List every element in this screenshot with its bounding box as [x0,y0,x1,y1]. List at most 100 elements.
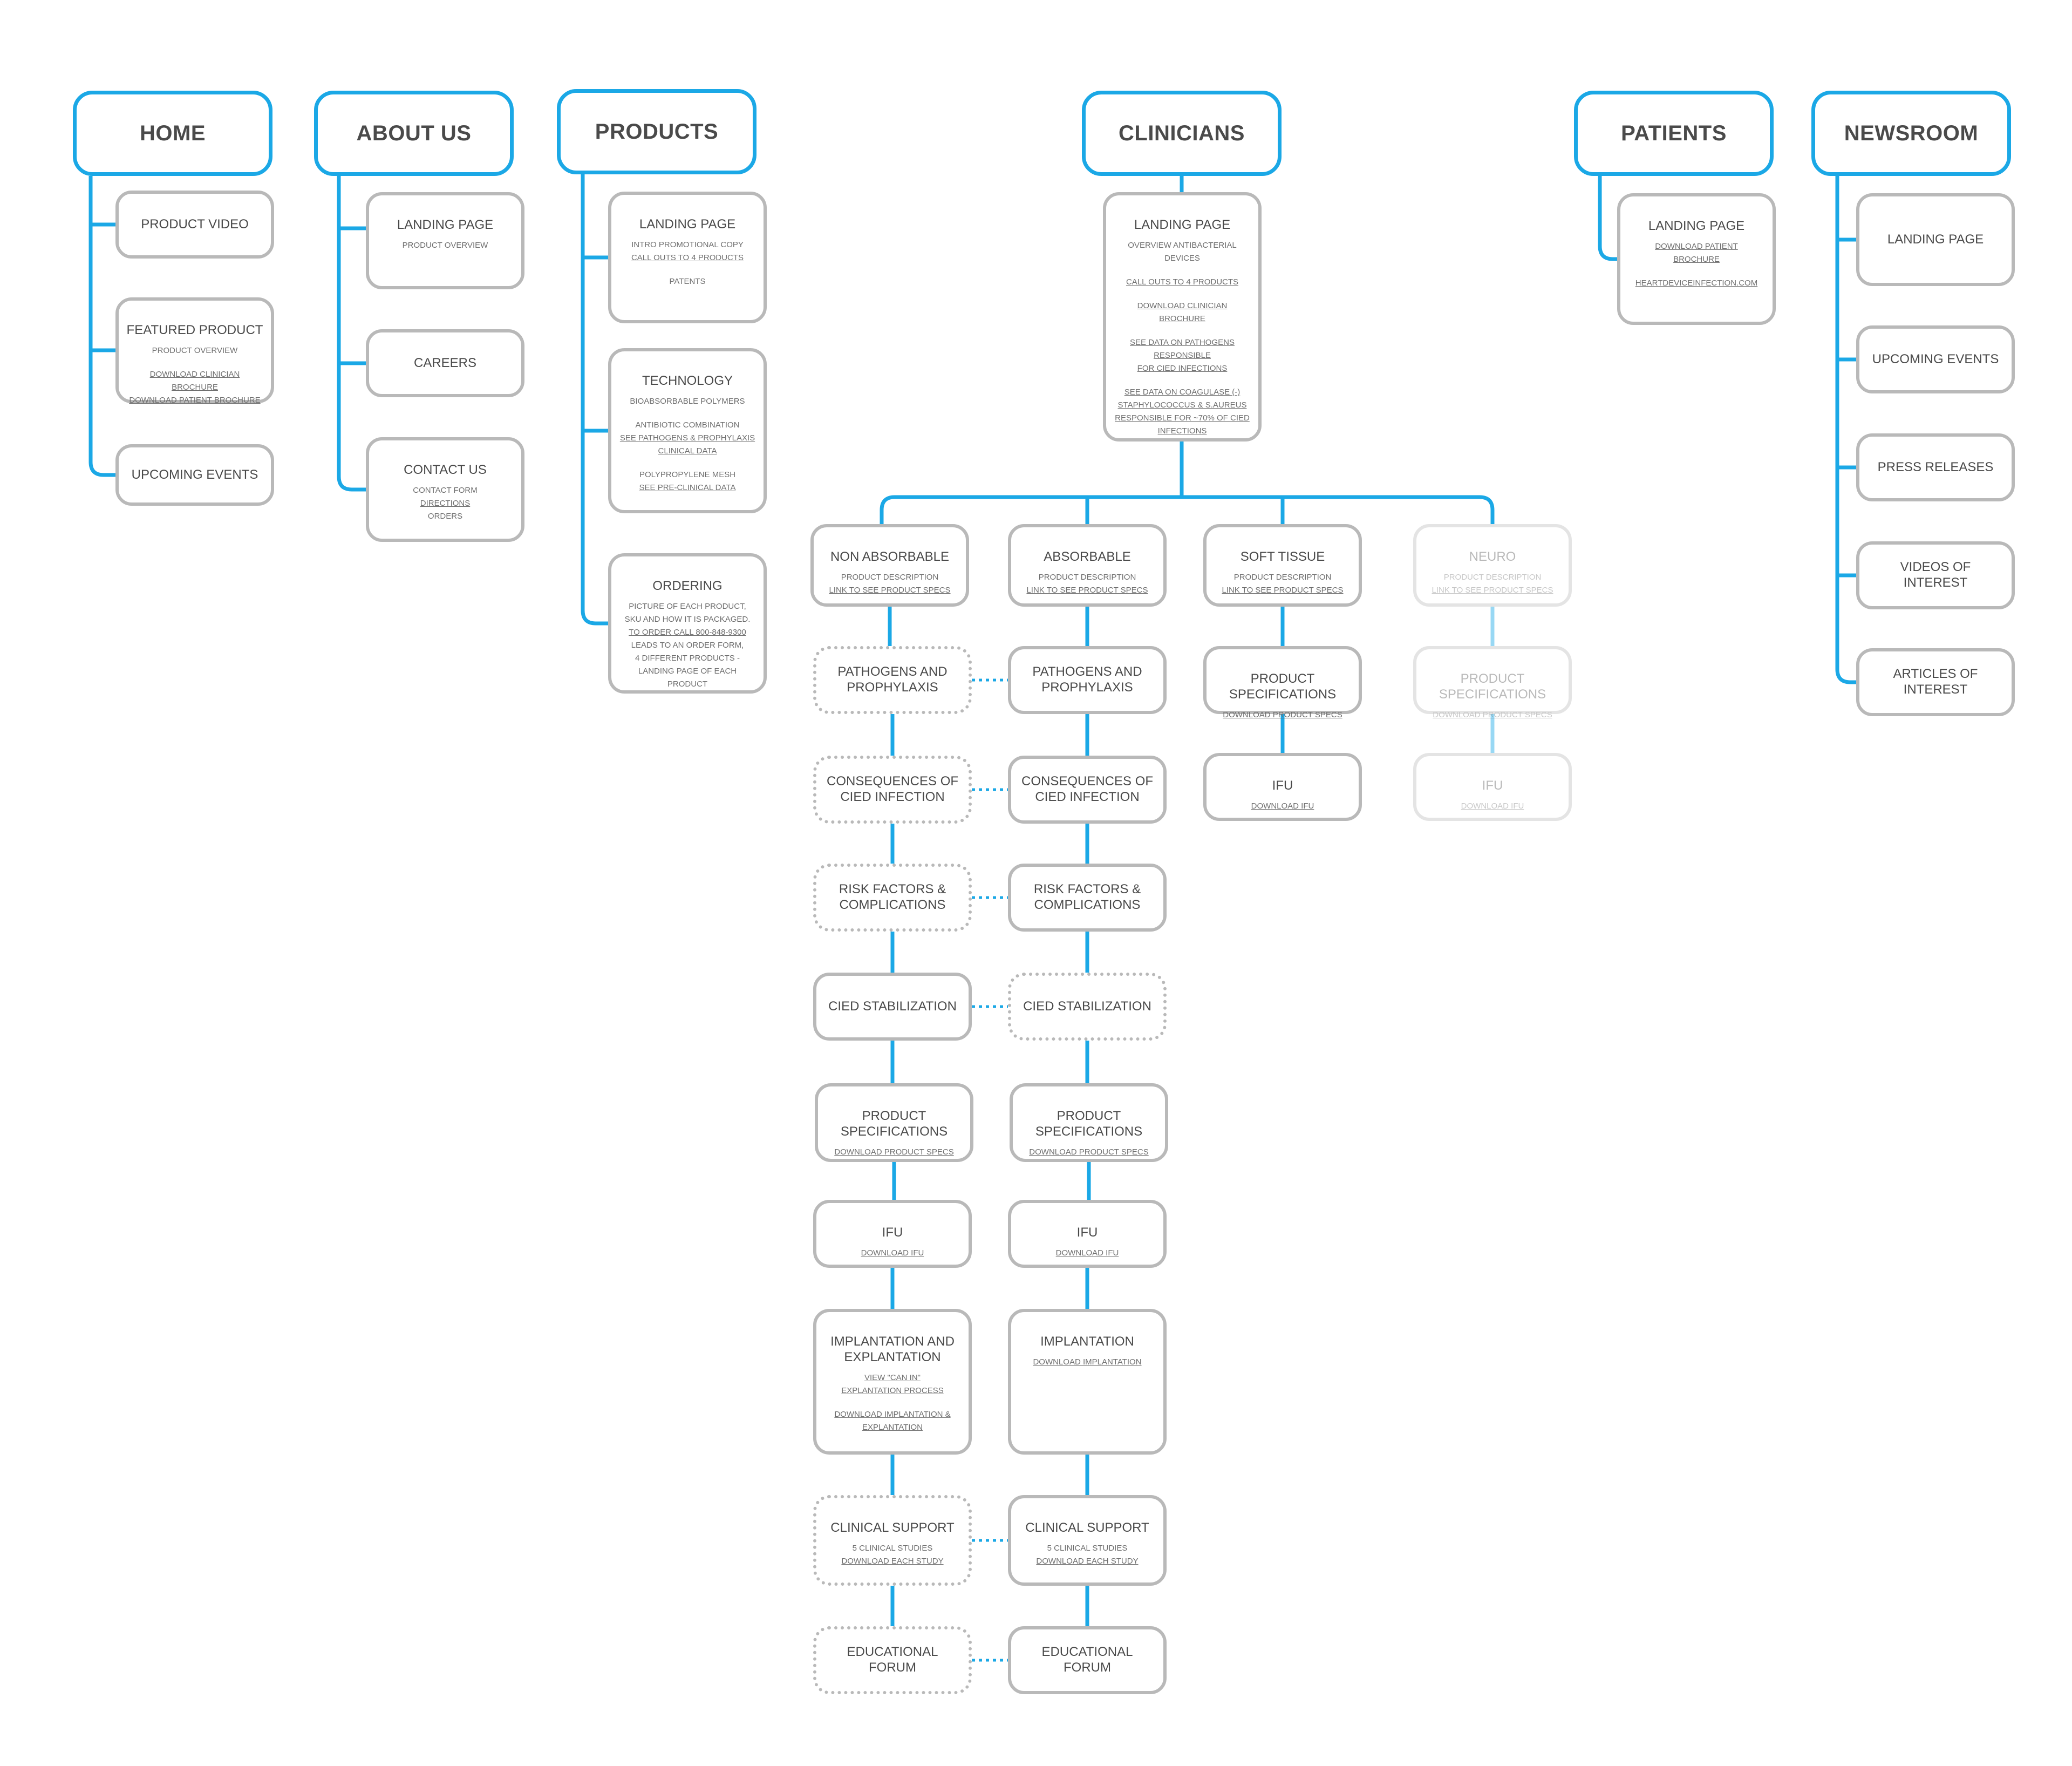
node-products: PRODUCTS [557,89,756,174]
node-ab-risk: RISK FACTORS & COMPLICATIONS [1008,864,1167,932]
node-title: RISK FACTORS & COMPLICATIONS [1033,882,1141,912]
node-title: CLINICAL SUPPORT [830,1520,955,1535]
node-news-press-releases: PRESS RELEASES [1856,433,2015,501]
node-title: LANDING PAGE [397,218,494,232]
node-about-us: ABOUT US [314,91,514,176]
node-title: PRESS RELEASES [1877,459,1994,474]
node-title: IFU [1076,1225,1098,1240]
node-link[interactable]: SEE DATA ON PATHOGENS RESPONSIBLE FOR CI… [1130,338,1235,373]
node-detail: PRODUCT DESCRIPTION [841,573,939,582]
node-title: CLINICAL SUPPORT [1025,1520,1149,1535]
node-link[interactable]: CALL OUTS TO 4 PRODUCTS [1126,277,1239,287]
node-title: LANDING PAGE [1648,219,1745,233]
node-link[interactable]: CALL OUTS TO 4 PRODUCTS [631,253,744,262]
node-title: EDUCATIONAL FORUM [1041,1645,1133,1675]
node-link[interactable]: LINK TO SEE PRODUCT SPECS [1432,586,1553,595]
node-news-videos: VIDEOS OF INTEREST [1856,541,2015,609]
node-link[interactable]: DOWNLOAD CLINICIAN BROCHURE DOWNLOAD PAT… [129,370,261,405]
node-title: ARTICLES OF INTEREST [1893,667,1978,697]
node-title: TECHNOLOGY [642,373,733,388]
node-link[interactable]: DOWNLOAD IMPLANTATION [1033,1357,1142,1367]
node-title: LANDING PAGE [1134,218,1231,232]
node-news-articles: ARTICLES OF INTEREST [1856,648,2015,716]
node-link[interactable]: DOWNLOAD IMPLANTATION & EXPLANTATION [834,1410,951,1432]
node-title: PRODUCT SPECIFICATIONS [1229,671,1337,702]
node-na-clinical-support: CLINICAL SUPPORT 5 CLINICAL STUDIES DOWNLO… [813,1495,972,1586]
node-link[interactable]: SEE PRE-CLINICAL DATA [639,483,736,492]
node-title: PRODUCT SPECIFICATIONS [1439,671,1546,702]
node-link[interactable]: DOWNLOAD IFU [1461,802,1524,811]
node-detail: 5 CLINICAL STUDIES [1047,1544,1128,1553]
node-link[interactable]: DOWNLOAD PRODUCT SPECS [1433,710,1552,719]
node-title: VIDEOS OF INTEREST [1900,560,1971,590]
node-clinicians: CLINICIANS [1082,91,1282,176]
node-link[interactable]: LINK TO SEE PRODUCT SPECS [829,586,951,595]
node-link[interactable]: DIRECTIONS [420,499,471,508]
node-ab-clinical-support: CLINICAL SUPPORT 5 CLINICAL STUDIES DOWNLO… [1008,1495,1167,1586]
node-detail: BIOABSORBABLE POLYMERS [630,397,745,406]
node-ne-header: NEURO PRODUCT DESCRIPTION LINK TO SEE PROD… [1413,524,1572,607]
node-link[interactable]: SEE DATA ON COAGULASE (-) STAPHYLOCOCCUS… [1115,388,1250,436]
node-na-pathogens: PATHOGENS AND PROPHYLAXIS [813,646,972,714]
node-title: IFU [882,1225,903,1240]
node-link[interactable]: SEE PATHOGENS & PROPHYLAXIS CLINICAL DAT… [619,433,755,456]
node-detail: PRODUCT DESCRIPTION [1233,573,1332,582]
node-link[interactable]: DOWNLOAD PATIENT BROCHURE [1655,242,1738,264]
node-link[interactable]: DOWNLOAD EACH STUDY [1036,1557,1139,1566]
node-title: NEURO [1469,549,1516,564]
node-title: ABOUT US [356,121,472,145]
node-na-header: NON ABSORBABLE PRODUCT DESCRIPTION LINK TO… [810,524,969,607]
node-link[interactable]: LINK TO SEE PRODUCT SPECS [1026,586,1148,595]
node-na-forum: EDUCATIONAL FORUM [813,1626,972,1694]
node-detail: PICTURE OF EACH PRODUCT, SKU AND HOW IT … [624,602,751,624]
node-ab-ifu: IFU DOWNLOAD IFU [1008,1200,1167,1268]
node-title: SOFT TISSUE [1240,549,1325,564]
node-link[interactable]: TO ORDER CALL 800-848-9300 [629,628,746,637]
node-link[interactable]: VIEW "CAN IN" EXPLANTATION PROCESS [841,1373,944,1395]
node-title: PRODUCT SPECIFICATIONS [840,1109,948,1139]
node-link[interactable]: DOWNLOAD PRODUCT SPECS [1223,710,1342,719]
node-na-stabilization: CIED STABILIZATION [813,973,972,1041]
node-na-ifu: IFU DOWNLOAD IFU [813,1200,972,1268]
node-na-consequences: CONSEQUENCES OF CIED INFECTION [813,756,972,824]
node-title: PRODUCT VIDEO [141,216,249,232]
node-detail: 5 CLINICAL STUDIES [852,1544,933,1553]
node-ab-forum: EDUCATIONAL FORUM [1008,1626,1167,1694]
node-title: CONSEQUENCES OF CIED INFECTION [826,774,959,804]
node-detail: ORDERS [427,512,463,521]
node-link[interactable]: DOWNLOAD IFU [1055,1248,1119,1258]
node-ab-consequences: CONSEQUENCES OF CIED INFECTION [1008,756,1167,824]
node-title: CONSEQUENCES OF CIED INFECTION [1021,774,1154,804]
node-detail: OVERVIEW ANTIBACTERIAL DEVICES [1128,241,1237,263]
tree-rail [1598,176,1617,261]
node-link[interactable]: DOWNLOAD PRODUCT SPECS [834,1147,954,1157]
tree-rail [581,174,608,626]
tree-rail [1835,176,1856,684]
node-link[interactable]: DOWNLOAD IFU [861,1248,924,1258]
node-home: HOME [73,91,272,176]
node-detail: PRODUCT DESCRIPTION [1443,573,1542,582]
node-patients-landing-page: LANDING PAGE DOWNLOAD PATIENT BROCHURE HEA… [1617,193,1776,325]
node-title: NON ABSORBABLE [830,549,950,564]
node-title: CIED STABILIZATION [1023,999,1151,1014]
node-title: LANDING PAGE [1887,232,1984,247]
node-link[interactable]: DOWNLOAD EACH STUDY [841,1557,944,1566]
node-link[interactable]: DOWNLOAD PRODUCT SPECS [1029,1147,1149,1157]
node-link[interactable]: DOWNLOAD IFU [1251,802,1314,811]
node-link[interactable]: DOWNLOAD CLINICIAN BROCHURE [1137,301,1228,323]
node-title: ABSORBABLE [1044,549,1131,564]
node-link[interactable]: HEARTDEVICEINFECTION.COM [1635,279,1758,288]
node-title: RISK FACTORS & COMPLICATIONS [839,882,946,912]
node-title: CIED STABILIZATION [828,999,957,1014]
node-link[interactable]: LINK TO SEE PRODUCT SPECS [1222,586,1344,595]
node-st-specs: PRODUCT SPECIFICATIONS DOWNLOAD PRODUCT S… [1203,646,1362,719]
node-st-header: SOFT TISSUE PRODUCT DESCRIPTION LINK TO SE… [1203,524,1362,607]
node-title: PATHOGENS AND PROPHYLAXIS [837,664,948,695]
